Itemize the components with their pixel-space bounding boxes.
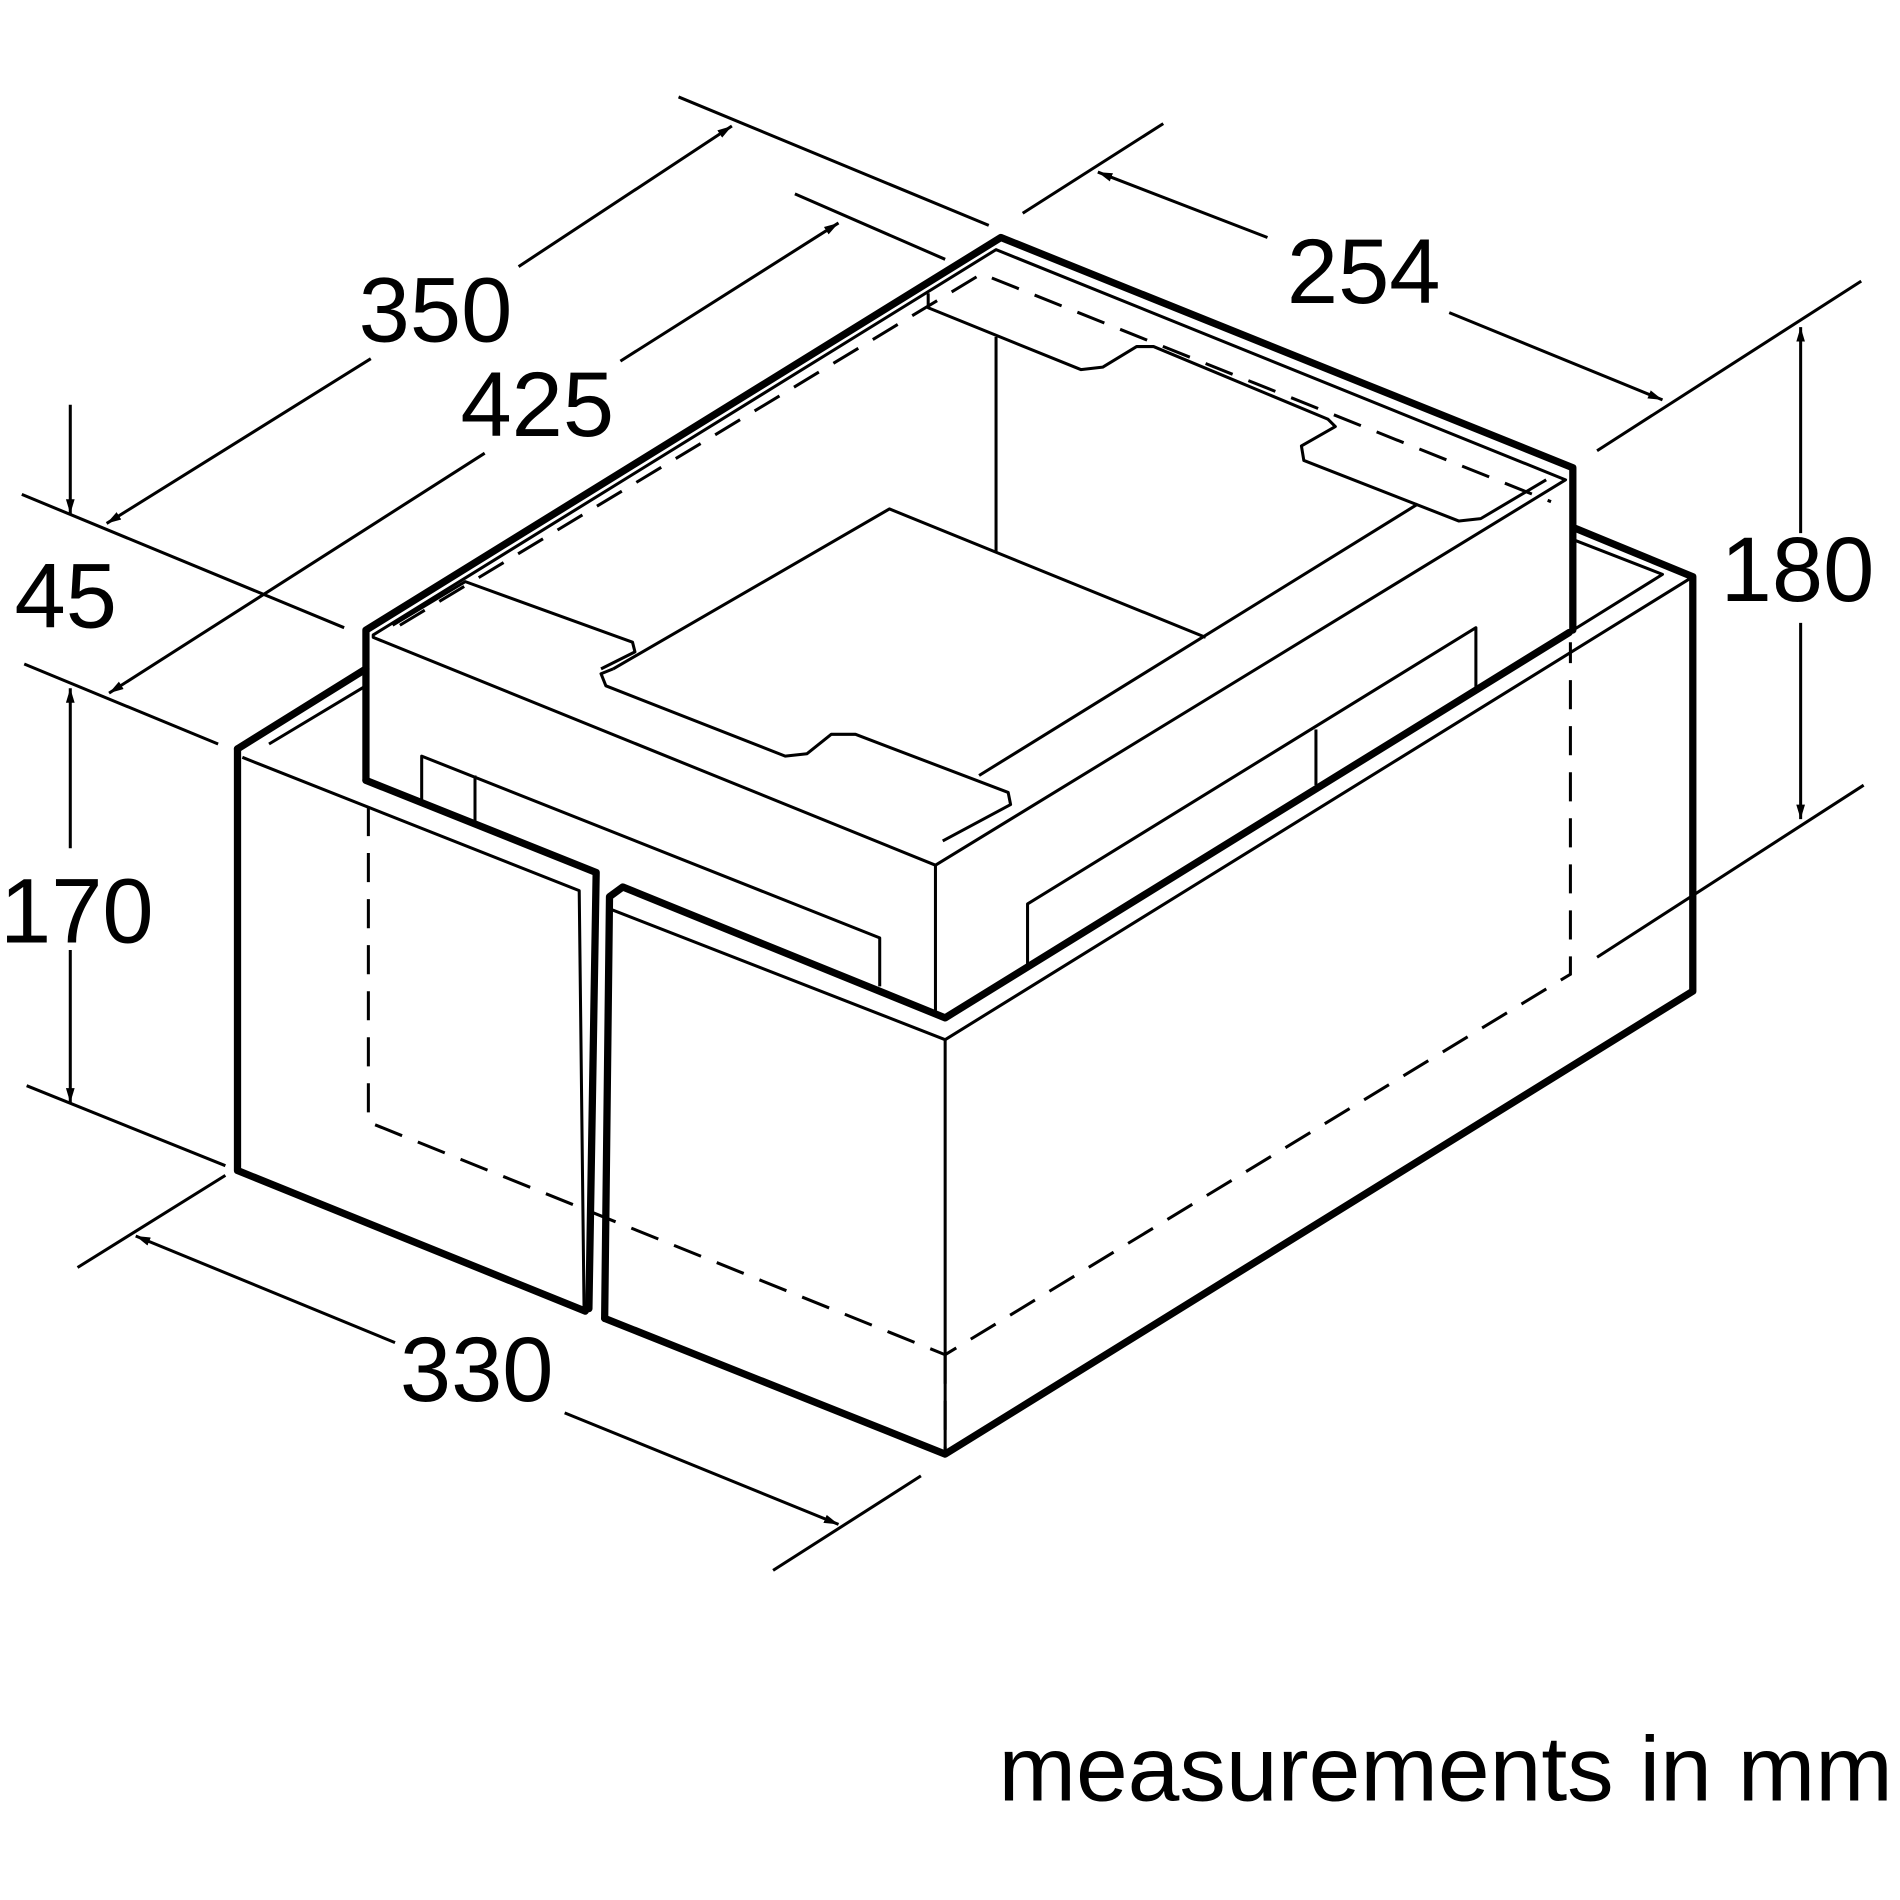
- dim-label-180: 180: [1721, 518, 1875, 621]
- base-box: [233, 524, 1697, 1458]
- units-note: measurements in mm: [998, 1718, 1892, 1821]
- dim-label-45: 45: [15, 545, 117, 648]
- upper-box: [362, 233, 1577, 1011]
- dim-label-350: 350: [359, 259, 513, 362]
- dimension-lines: [21, 95, 1865, 1572]
- dim-label-170: 170: [0, 860, 154, 963]
- dim-label-254: 254: [1287, 220, 1441, 323]
- dim-label-425: 425: [460, 353, 614, 456]
- dim-label-330: 330: [400, 1318, 554, 1421]
